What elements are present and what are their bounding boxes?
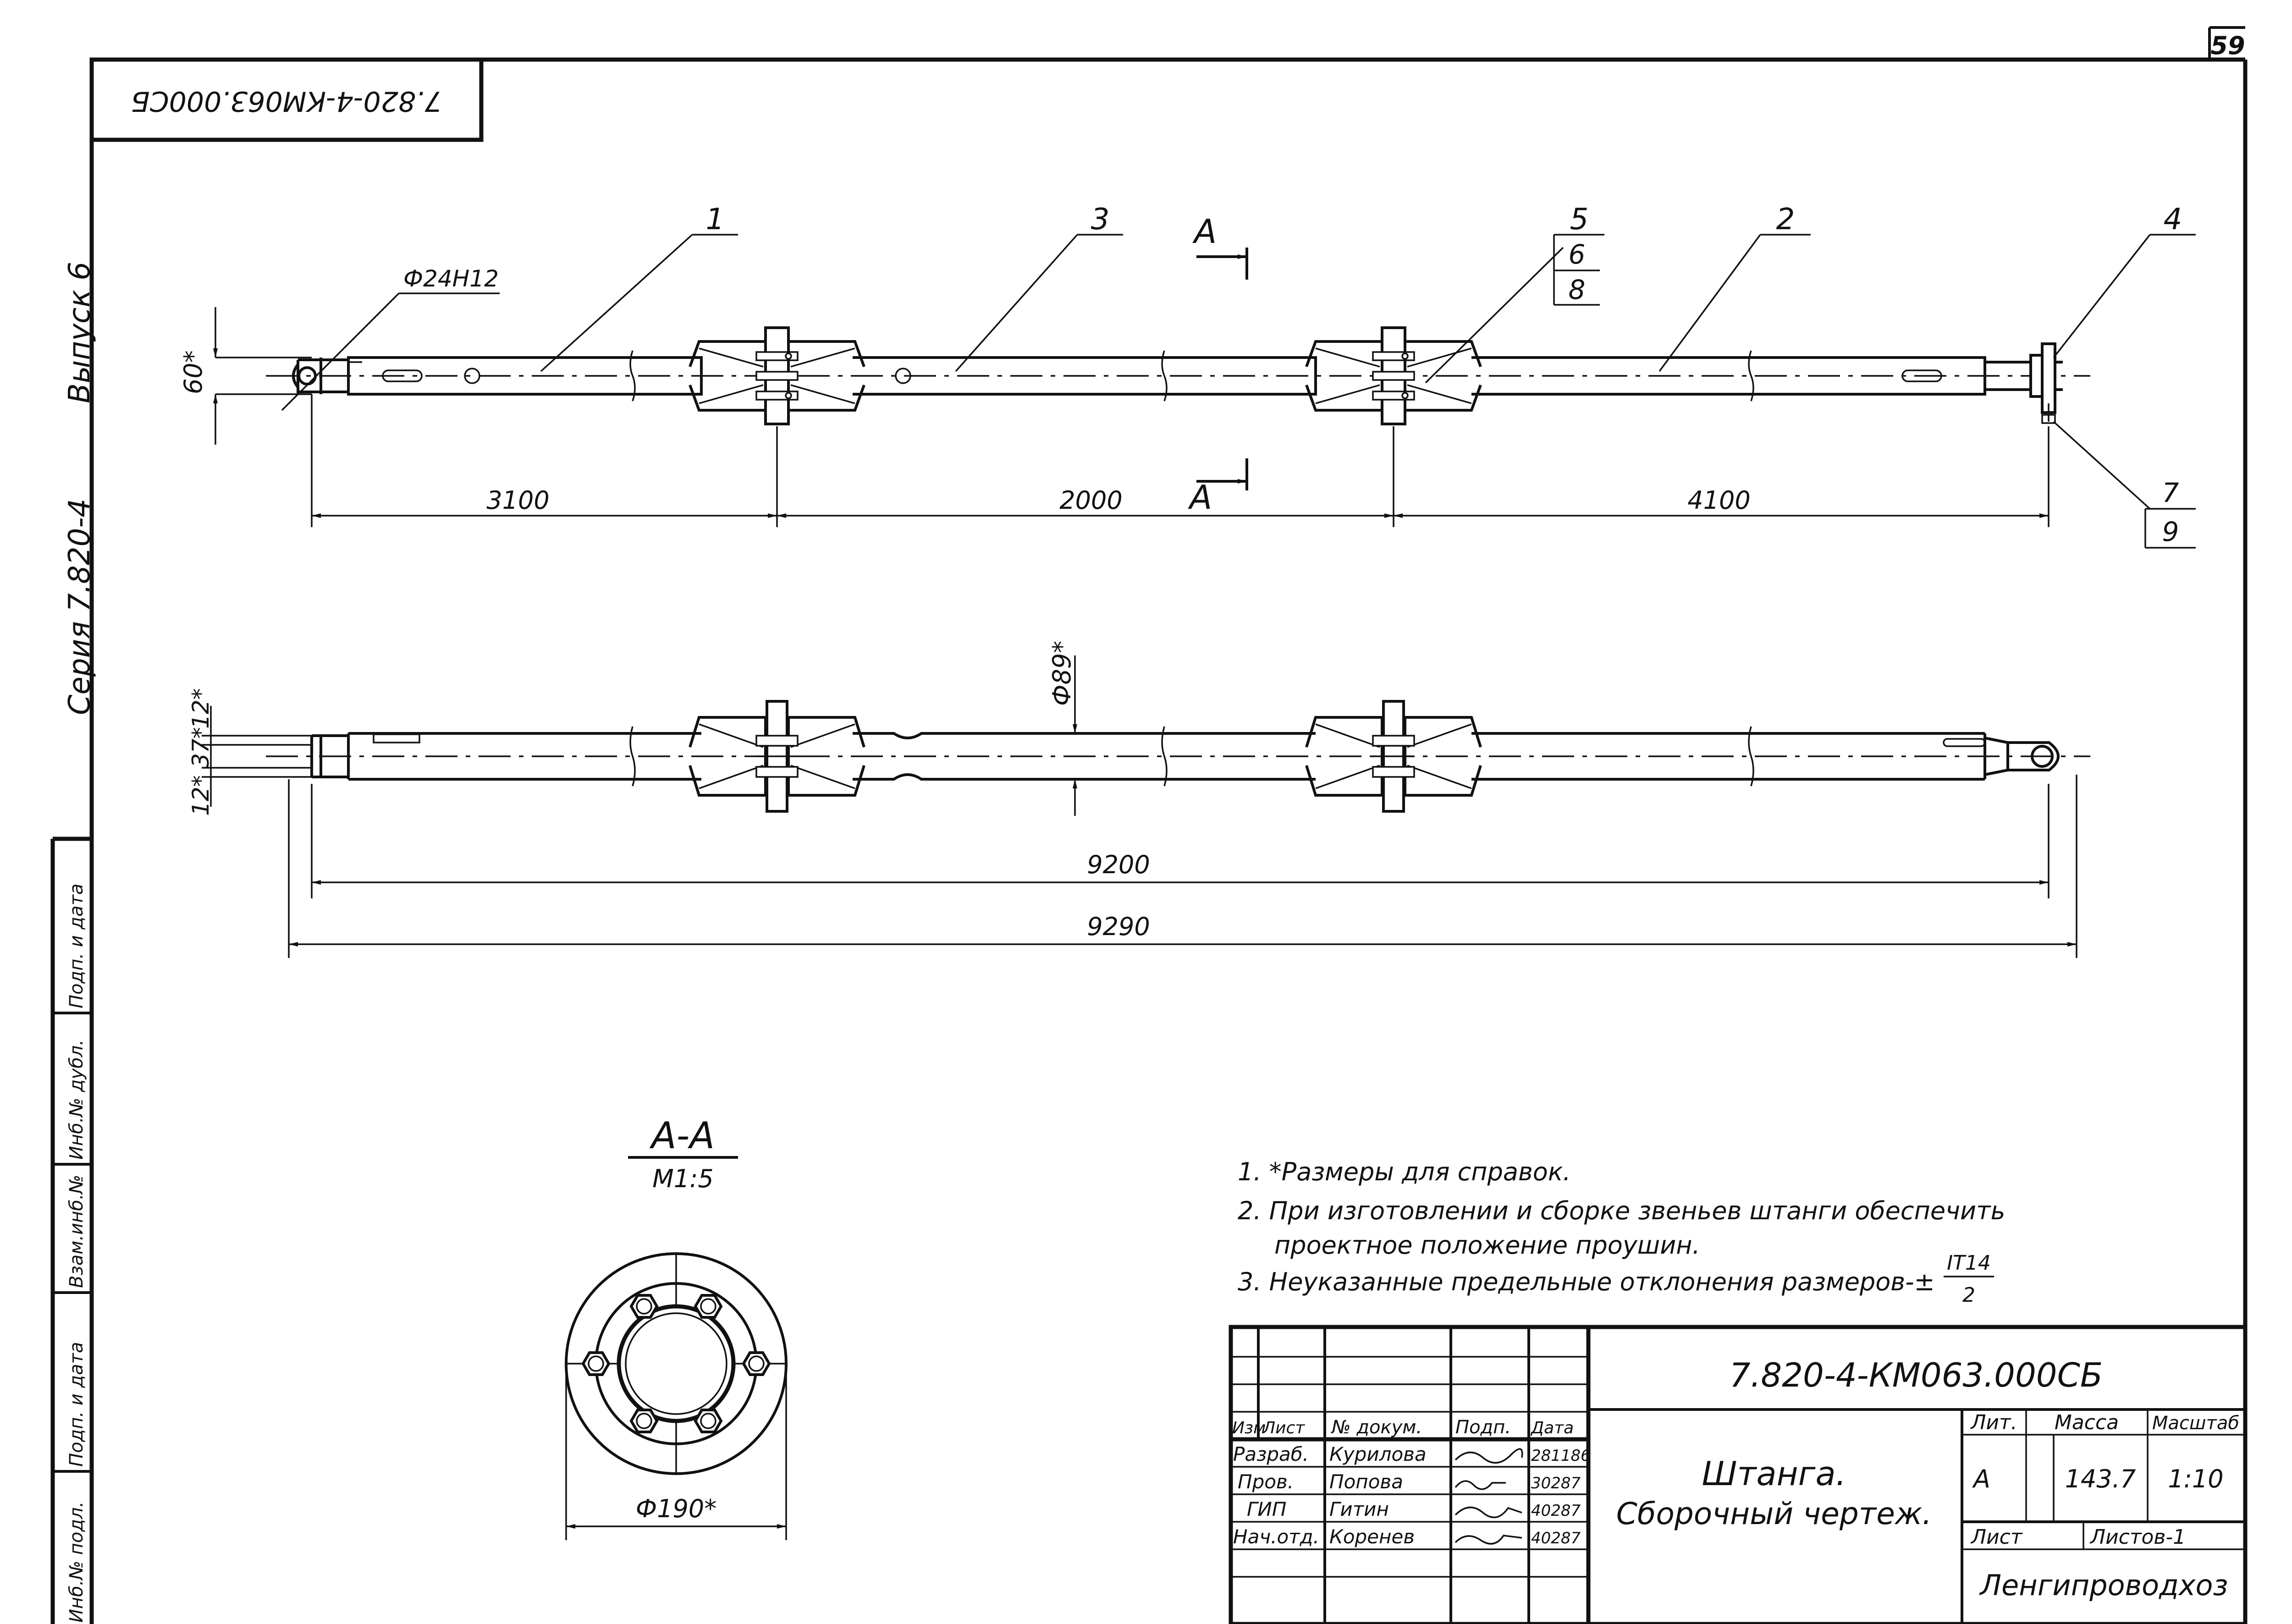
- dim-left-12b: 12*: [187, 688, 214, 729]
- notes: 1. *Размеры для справок. 2. При изготовл…: [1238, 1157, 2005, 1307]
- dim-9290: 9290: [1087, 912, 1150, 941]
- left-strip: Инб.№ подл. Подп. и дата Взам.инб.№ Инб.…: [50, 837, 92, 1624]
- head-list: Лист: [1262, 1419, 1305, 1437]
- row-role-4: Нач.отд.: [1233, 1525, 1319, 1548]
- row-date-1: 281186: [1531, 1447, 1591, 1465]
- aa-nut-3: [583, 1353, 609, 1375]
- strip-field-replace: Взам.инб.№: [66, 1175, 87, 1288]
- section-scale: М1:5: [652, 1164, 714, 1193]
- row-name-4: Коренев: [1329, 1525, 1415, 1548]
- bottom-view: Ф89* 12* 37* 12* 9200 9290: [187, 641, 2090, 958]
- aa-nut-1: [631, 1295, 657, 1317]
- row-role-1: Разраб.: [1233, 1443, 1309, 1465]
- callout-5: 5: [1570, 203, 1589, 237]
- series-label: Серия 7.820-4: [63, 499, 97, 715]
- head-izm: Изм: [1232, 1419, 1266, 1437]
- row-date-4: 40287: [1531, 1529, 1581, 1547]
- callout-4: 4: [2164, 203, 2182, 237]
- dim-9200: 9200: [1087, 850, 1150, 879]
- rotated-stamp-text: 7.820-4-КМ063.000СБ: [131, 85, 442, 117]
- dim-left-12a: 12*: [187, 775, 214, 816]
- section-title: А-А: [649, 1114, 715, 1157]
- section-aa: А-А М1:5 Ф190*: [565, 1114, 788, 1540]
- section-marker-top: А: [1192, 212, 1217, 251]
- strip-field-sign1: Подп. и дата: [66, 1342, 87, 1467]
- dim-4100: 4100: [1687, 486, 1750, 515]
- dim-2000: 2000: [1059, 486, 1122, 515]
- note-1: 1. *Размеры для справок.: [1238, 1157, 1571, 1186]
- aa-nut-4: [744, 1353, 769, 1375]
- strip-field-orig: Инб.№ подл.: [66, 1502, 87, 1623]
- aa-nut-6: [695, 1410, 721, 1432]
- mass-value: 143.7: [2065, 1464, 2136, 1493]
- page-number: 59: [2210, 31, 2245, 60]
- row-date-2: 30287: [1531, 1474, 1581, 1492]
- callout-1: 1: [706, 203, 725, 237]
- note-2: 2. При изготовлении и сборке звеньев шта…: [1238, 1196, 2005, 1225]
- row-name-1: Курилова: [1329, 1443, 1427, 1465]
- callout-9: 9: [2162, 516, 2179, 547]
- strip-field-sign2: Подп. и дата: [66, 884, 87, 1008]
- row-name-3: Гитин: [1329, 1498, 1389, 1520]
- strip-field-dup: Инб.№ дубл.: [66, 1040, 87, 1160]
- note-2-cont: проектное положение проушин.: [1274, 1231, 1700, 1260]
- dim-89: Ф89*: [1047, 641, 1076, 706]
- sheet-label: Лист: [1970, 1525, 2023, 1549]
- right-lug-hole: [2031, 745, 2054, 768]
- top-view: А А 1 3 5 6 8 2 4 7 9 Ф24Н12: [179, 203, 2196, 549]
- mass-header: Масса: [2055, 1411, 2119, 1434]
- section-marker-bottom: А: [1188, 478, 1212, 517]
- callout-7: 7: [2162, 477, 2179, 508]
- hole-label: Ф24Н12: [403, 265, 499, 292]
- row-name-2: Попова: [1329, 1470, 1403, 1493]
- sheets-label: Листов-1: [2089, 1525, 2186, 1549]
- note-3: 3. Неуказанные предельные отклонения раз…: [1238, 1267, 1935, 1296]
- aa-nut-2: [695, 1295, 721, 1317]
- lit-header: Лит.: [1970, 1411, 2017, 1434]
- aa-nut-5: [631, 1410, 657, 1432]
- head-date: Дата: [1530, 1419, 1574, 1437]
- scale-value: 1:10: [2168, 1464, 2223, 1493]
- callout-3: 3: [1091, 203, 1110, 237]
- row-role-2: Пров.: [1238, 1470, 1294, 1493]
- scale-header: Масштаб: [2152, 1413, 2239, 1434]
- rotated-stamp: 7.820-4-КМ063.000СБ: [89, 57, 484, 142]
- callout-2: 2: [1776, 203, 1795, 237]
- issue-label: Выпуск 6: [63, 262, 97, 403]
- designation: 7.820-4-КМ063.000СБ: [1730, 1356, 2103, 1394]
- title-block: Изм Лист № докум. Подп. Дата Разраб. Кур…: [1229, 1325, 2248, 1624]
- title-name-2: Сборочный чертеж.: [1616, 1496, 1932, 1531]
- dim-left-37: 37*: [187, 727, 214, 768]
- tolerance-top: IT14: [1947, 1251, 1991, 1275]
- head-sign: Подп.: [1455, 1417, 1511, 1438]
- title-name-1: Штанга.: [1702, 1454, 1846, 1493]
- tolerance-bottom: 2: [1962, 1283, 1975, 1307]
- callout-6: 6: [1569, 239, 1586, 270]
- head-doc: № докум.: [1331, 1417, 1422, 1438]
- row-role-3: ГИП: [1247, 1498, 1286, 1520]
- dim-3100: 3100: [486, 486, 549, 515]
- lit-value: А: [1972, 1464, 1990, 1493]
- row-date-3: 40287: [1531, 1502, 1581, 1520]
- dim-60: 60*: [179, 350, 208, 394]
- callout-8: 8: [1569, 274, 1586, 305]
- organization: Ленгипроводхоз: [1979, 1569, 2228, 1602]
- dim-190: Ф190*: [636, 1494, 717, 1523]
